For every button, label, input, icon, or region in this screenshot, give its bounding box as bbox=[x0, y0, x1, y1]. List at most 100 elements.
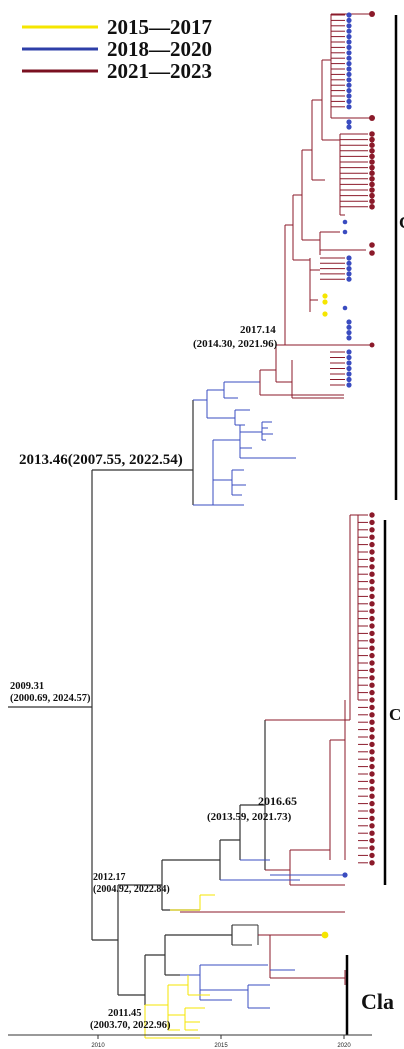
tip-marker bbox=[369, 250, 375, 256]
clade-label-middle: C bbox=[389, 705, 401, 724]
tip-marker bbox=[369, 645, 375, 651]
node-date-2017: 2017.14 bbox=[240, 324, 276, 336]
tip-marker bbox=[369, 689, 375, 696]
tip-marker bbox=[369, 519, 375, 526]
tip-marker bbox=[369, 786, 375, 792]
tip-marker bbox=[369, 578, 375, 585]
tip-marker bbox=[369, 164, 375, 171]
tip-marker bbox=[369, 778, 375, 785]
tip-marker bbox=[346, 354, 352, 361]
tip-marker bbox=[369, 571, 375, 577]
tip-marker bbox=[369, 623, 375, 629]
tip-marker bbox=[369, 586, 375, 592]
tree-backbone bbox=[8, 400, 266, 1005]
node-ci-2011: (2003.70, 2022.96) bbox=[90, 1020, 171, 1031]
tip-marker bbox=[369, 682, 375, 688]
tip-marker bbox=[369, 131, 375, 137]
tip-marker bbox=[342, 872, 348, 878]
tip-marker bbox=[369, 845, 375, 851]
tip-marker bbox=[346, 376, 352, 383]
tip-marker bbox=[346, 276, 352, 282]
legend-label-2021-2023: 2021—2023 bbox=[107, 59, 212, 83]
tip-marker bbox=[346, 50, 352, 56]
tip-marker bbox=[346, 77, 352, 83]
tip-marker bbox=[369, 153, 375, 160]
legend-label-2018-2020: 2018—2020 bbox=[107, 37, 212, 61]
tip-marker bbox=[369, 512, 375, 518]
tip-marker bbox=[369, 148, 375, 154]
tip-marker bbox=[369, 608, 375, 614]
tip-marker bbox=[346, 12, 352, 18]
tip-marker bbox=[369, 830, 375, 836]
tip-marker bbox=[369, 342, 375, 348]
tip-marker bbox=[346, 371, 352, 377]
tip-marker bbox=[346, 360, 352, 366]
tip-marker bbox=[369, 749, 375, 755]
tip-marker bbox=[369, 11, 375, 17]
tip-marker bbox=[346, 271, 352, 277]
time-axis: 2010 2015 2020 bbox=[8, 1034, 372, 1049]
node-ci-2016: (2013.59, 2021.73) bbox=[207, 811, 292, 823]
clade-bars: C C Cla bbox=[345, 15, 404, 1035]
tip-marker bbox=[369, 534, 375, 540]
tip-marker bbox=[369, 159, 375, 165]
tip-marker bbox=[369, 198, 375, 204]
upper-clade-blue-branches bbox=[193, 381, 296, 506]
tip-marker bbox=[369, 541, 375, 548]
tip-marker bbox=[369, 115, 375, 121]
tip-marker bbox=[346, 324, 352, 330]
tip-marker bbox=[322, 299, 328, 305]
axis-tick-label-2015: 2015 bbox=[214, 1043, 228, 1049]
tip-marker bbox=[369, 697, 375, 703]
node-labels: 2017.14 (2014.30, 2021.96) 2013.46(2007.… bbox=[10, 324, 297, 1031]
middle-clade-yellow-branches bbox=[170, 894, 215, 911]
tip-marker bbox=[369, 793, 375, 799]
tip-marker bbox=[369, 630, 375, 637]
tip-marker bbox=[369, 601, 375, 607]
tip-marker bbox=[369, 815, 375, 822]
tip-marker bbox=[369, 726, 375, 733]
tip-marker bbox=[369, 808, 375, 814]
node-label-2013: 2013.46(2007.55, 2022.54) bbox=[19, 452, 183, 468]
clade-label-lower: Cla bbox=[361, 989, 394, 1014]
tip-marker bbox=[369, 192, 375, 199]
tip-marker bbox=[342, 229, 348, 235]
root-date: 2009.31 bbox=[10, 681, 44, 692]
tip-marker bbox=[369, 837, 375, 844]
tip-marker bbox=[346, 82, 352, 88]
lower-clade-branches bbox=[144, 924, 346, 1039]
node-ci-2017: (2014.30, 2021.96) bbox=[193, 338, 278, 350]
tip-marker bbox=[369, 771, 375, 777]
tip-marker bbox=[369, 763, 375, 770]
tip-marker bbox=[342, 305, 348, 311]
tip-marker bbox=[369, 660, 375, 666]
tip-marker bbox=[369, 652, 375, 659]
tip-marker bbox=[346, 71, 352, 77]
tip-marker bbox=[342, 219, 348, 225]
tip-marker bbox=[346, 335, 352, 341]
tip-marker bbox=[346, 330, 352, 336]
tip-marker bbox=[346, 44, 352, 51]
tip-marker bbox=[346, 39, 352, 45]
tip-marker bbox=[369, 242, 375, 248]
tip-marker bbox=[346, 61, 352, 67]
tip-marker bbox=[369, 556, 375, 563]
tip-marker bbox=[369, 704, 375, 711]
tip-marker bbox=[369, 593, 375, 600]
tip-marker bbox=[369, 549, 375, 555]
tip-marker bbox=[369, 667, 375, 674]
tip-marker bbox=[369, 142, 375, 148]
node-ci-2012: (2004.92, 2022.84) bbox=[93, 884, 170, 895]
tip-marker bbox=[346, 93, 352, 99]
tip-marker bbox=[346, 17, 352, 23]
node-date-2016: 2016.65 bbox=[258, 794, 297, 808]
tip-marker bbox=[346, 365, 352, 372]
tip-marker bbox=[322, 293, 328, 299]
tip-markers bbox=[320, 11, 375, 939]
tip-marker bbox=[346, 88, 352, 94]
tip-marker bbox=[346, 66, 352, 72]
tip-marker bbox=[346, 124, 352, 130]
clade-label-upper: C bbox=[399, 213, 404, 232]
